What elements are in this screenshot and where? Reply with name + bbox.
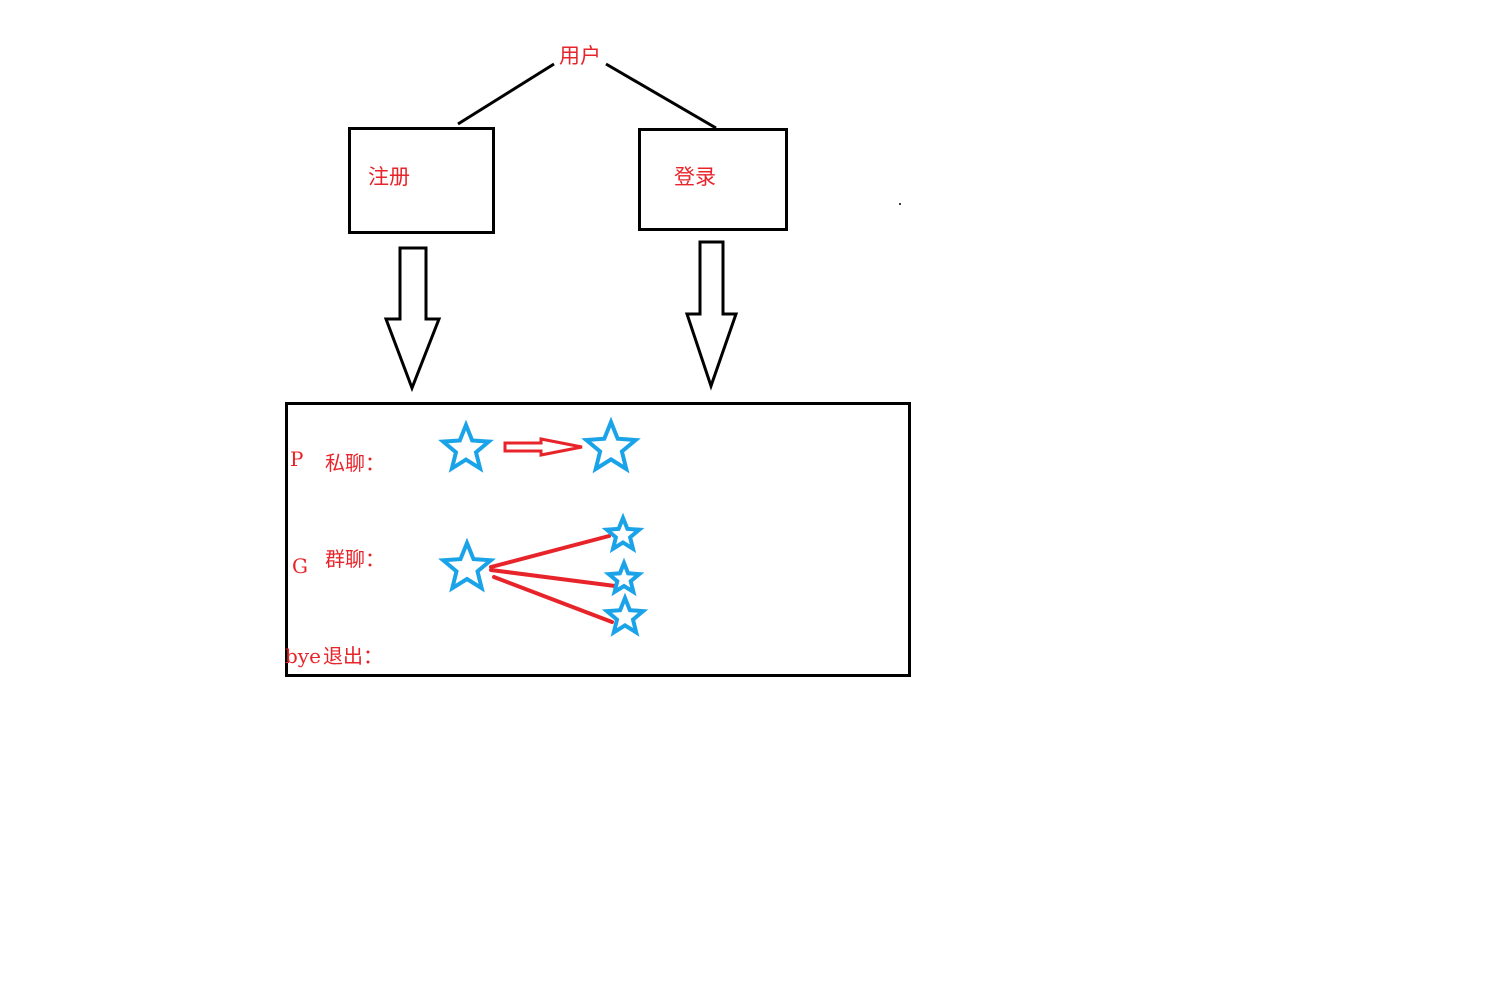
group-chat-key: G [292,554,308,578]
private-chat-receiver-star [581,416,641,474]
group-chat-sender-star [438,537,496,593]
private-chat-key: P [290,447,304,471]
stray-dot [899,203,901,205]
register-label: 注册 [368,165,410,189]
login-box [638,128,788,231]
edge-root-register [457,62,555,126]
login-label: 登录 [674,165,716,189]
group-chat-line-middle [489,568,617,588]
edge-root-login [605,62,717,130]
private-chat-arrow [503,437,583,457]
arrow-login-to-menu [684,240,739,391]
group-chat-label: 群聊： [325,547,385,571]
group-chat-member-star-2 [603,557,645,597]
private-chat-label: 私聊： [325,451,385,475]
group-chat-line-top [489,534,611,569]
private-chat-sender-star [438,419,494,473]
arrow-register-to-menu [383,246,442,393]
group-chat-member-star-1 [601,512,645,554]
register-box [348,127,495,234]
group-chat-line-bottom [492,575,614,624]
root-label: 用户 [559,44,601,68]
exit-key: bye [285,644,321,668]
group-chat-member-star-3 [601,592,649,637]
menu-panel [285,402,911,677]
exit-label: 退出： [323,644,383,668]
